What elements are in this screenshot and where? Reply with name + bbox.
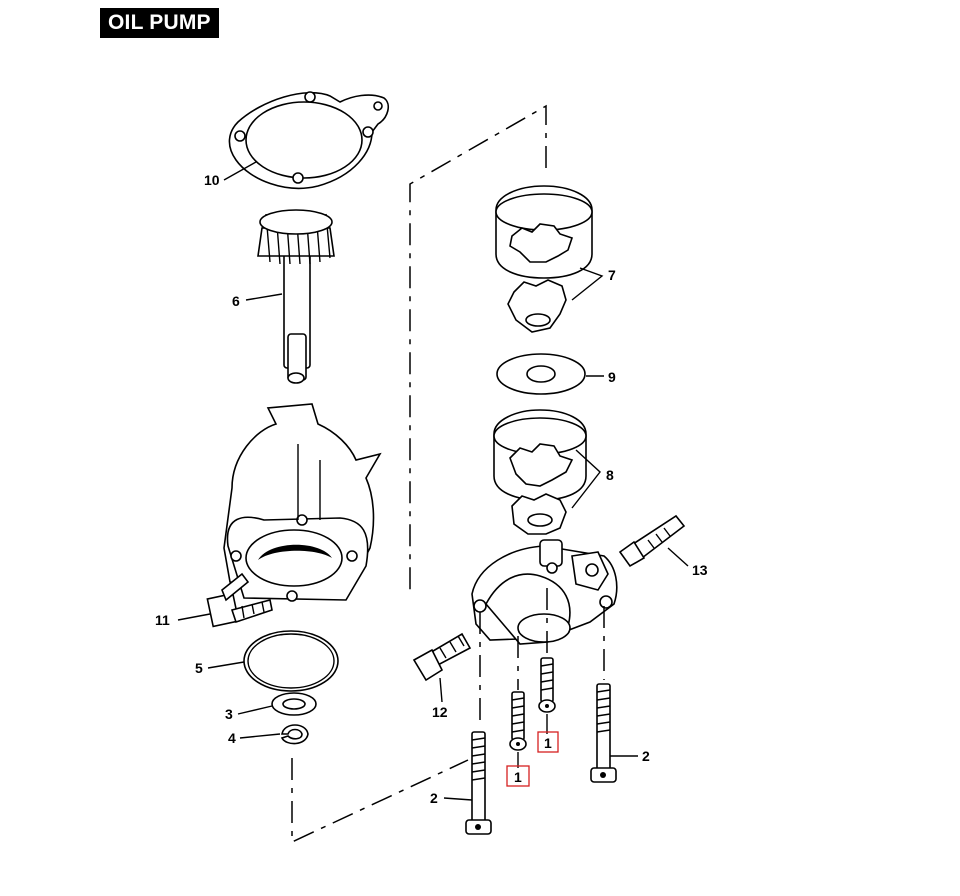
callout-12: 12 [432, 704, 448, 720]
assembly-path-bottom [291, 758, 469, 844]
retaining-ring-part-4 [280, 724, 309, 745]
callout-7: 7 [608, 267, 616, 283]
leader-13 [667, 547, 689, 567]
elbow-fitting-part-11 [206, 572, 273, 628]
callout-5: 5 [195, 660, 203, 676]
leader-11 [177, 613, 211, 621]
gerotor-set-part-8 [493, 409, 587, 535]
callout-1b: 1 [544, 735, 552, 751]
callout-13: 13 [692, 562, 708, 578]
highlight-box-1b [537, 731, 559, 753]
leader-5 [207, 661, 245, 669]
callout-2b: 2 [642, 748, 650, 764]
callout-6: 6 [232, 293, 240, 309]
gasket-part-10 [228, 91, 390, 190]
separator-plate-part-9 [496, 353, 586, 395]
gerotor-set-part-7 [495, 185, 593, 333]
callout-8: 8 [606, 467, 614, 483]
screw-part-2-left [465, 731, 492, 835]
page-title: OIL PUMP [100, 8, 219, 38]
o-ring-part-5 [243, 630, 339, 692]
highlight-box-1a [506, 765, 530, 787]
washer-part-3 [271, 692, 317, 716]
callout-9: 9 [608, 369, 616, 385]
leader-7 [571, 267, 604, 301]
callout-2a: 2 [430, 790, 438, 806]
screw-part-1-left [509, 691, 527, 751]
leader-4 [239, 733, 281, 739]
callout-4: 4 [228, 730, 236, 746]
leader-10 [223, 161, 257, 181]
fitting-part-13 [618, 514, 686, 568]
callout-1a: 1 [514, 769, 522, 785]
callout-11: 11 [155, 612, 170, 628]
assembly-path-right [409, 104, 547, 596]
leader-3 [237, 705, 273, 715]
fitting-part-12 [412, 632, 472, 682]
screw-part-1-right [538, 657, 556, 713]
gear-shaft-part-6 [257, 209, 335, 384]
leader-6 [245, 293, 283, 301]
leader-8 [571, 449, 601, 509]
leader-12 [439, 677, 443, 703]
screw-part-2-right [590, 683, 617, 783]
callout-10: 10 [204, 172, 220, 188]
pump-cover [471, 539, 618, 645]
pump-housing [223, 403, 382, 602]
callout-3: 3 [225, 706, 233, 722]
leader-2a [443, 797, 473, 801]
